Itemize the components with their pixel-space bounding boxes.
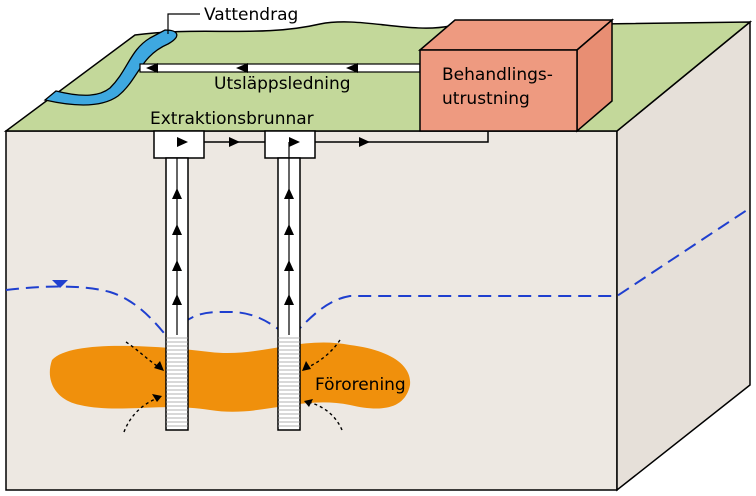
treatment-unit — [417, 18, 615, 133]
discharge-pipe-body — [139, 63, 421, 73]
discharge-arrow-1 — [146, 63, 158, 73]
water-table-marker — [52, 280, 68, 288]
discharge-pipe — [139, 63, 421, 73]
treatment-label-line-2: utrustning — [442, 89, 530, 109]
extraction-well-1 — [153, 130, 205, 431]
watercourse-callout-line — [167, 13, 200, 34]
contamination-plume — [49, 342, 411, 412]
contamination-label: Förorening — [315, 375, 406, 395]
well-1-screen — [166, 337, 188, 427]
well-2-head — [264, 130, 316, 159]
well-2-screen — [278, 337, 300, 427]
watercourse-label: Vattendrag — [204, 5, 298, 25]
water-table — [5, 207, 751, 340]
extraction-system — [153, 130, 489, 431]
discharge-arrow-3 — [346, 63, 358, 73]
treatment-unit-front — [419, 49, 578, 132]
collection-arrow-1 — [229, 137, 240, 147]
water-table-line — [5, 207, 751, 340]
watercourse-stream — [43, 29, 178, 106]
extraction-wells-label: Extraktionsbrunnar — [150, 109, 314, 129]
extraction-well-2 — [264, 130, 316, 431]
block-front-face — [5, 130, 618, 491]
collection-arrow-2 — [359, 137, 370, 147]
inflow-arrow-2 — [123, 397, 159, 433]
treatment-label-line-1: Behandlings- — [442, 65, 553, 85]
inflow-arrows — [123, 339, 343, 433]
inflow-arrowheads — [152, 361, 313, 407]
discharge-arrow-2 — [236, 63, 248, 73]
well-2-flow-arrows — [284, 137, 300, 305]
well-1-flow-arrows — [172, 137, 188, 305]
discharge-line-label: Utsläppsledning — [214, 74, 351, 94]
